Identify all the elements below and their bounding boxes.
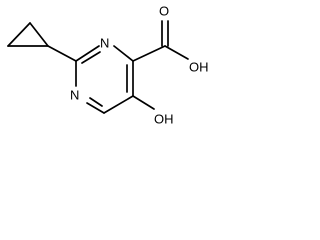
ring-bond-c2-n1	[75, 45, 100, 62]
atom-label-phenol-hydroxyl: OH	[154, 111, 174, 126]
chemical-structure: N N O OH OH	[7, 3, 209, 126]
cyclopropyl-bond-top	[29, 22, 49, 47]
atom-label-carbonyl-oxygen: O	[159, 3, 169, 18]
ring-bond-c4-n3-double	[89, 97, 103, 107]
atom-label-n3: N	[70, 87, 79, 102]
atom-label-acid-hydroxyl: OH	[189, 59, 209, 74]
hydroxyl-attachment-bond	[132, 95, 155, 110]
acid-attachment-bond	[132, 45, 166, 62]
pyrimidine-ring	[75, 45, 134, 114]
cyclopropyl-bond-left	[7, 22, 31, 47]
ring-bond-c2-n1-double	[81, 51, 101, 64]
ring-bond-c4-n3	[86, 102, 105, 114]
carboxylic-acid-group	[132, 20, 189, 62]
cyclopropyl-ring	[7, 22, 49, 47]
cyclopropyl-attachment-bond	[47, 45, 77, 62]
ring-bond-n1-c6	[113, 45, 134, 62]
ring-bond-c5-c4	[103, 95, 134, 114]
atom-label-n1: N	[100, 35, 109, 50]
acid-hydroxyl-bond	[164, 45, 189, 60]
